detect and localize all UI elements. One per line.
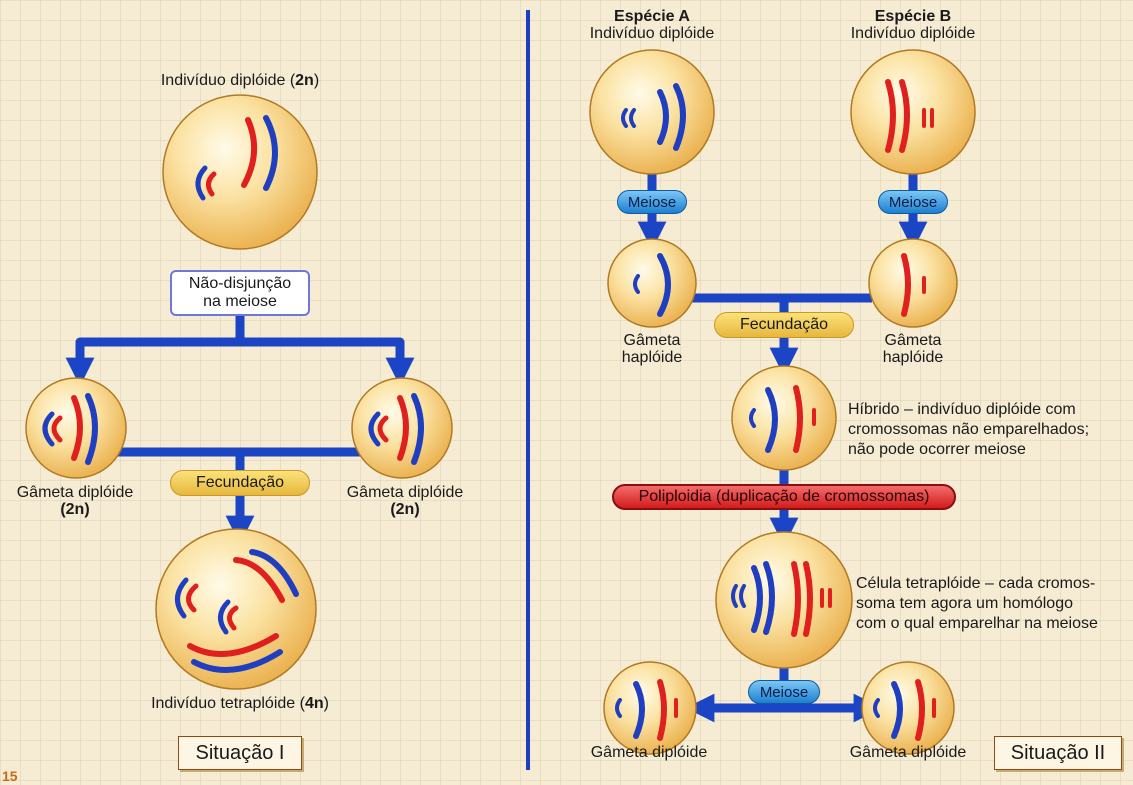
s1-gamete-left-line2: (2n): [0, 501, 150, 518]
s1-gamete-left-line1: Gâmeta diplóide: [0, 484, 150, 501]
s2-gamete-bl-label: Gâmeta diplóide: [574, 744, 724, 761]
situacao-2-label: Situação II: [994, 736, 1122, 770]
cell-s2-gamete-b: [869, 239, 957, 327]
s1-gamete-left-label: Gâmeta diplóide (2n): [0, 484, 150, 518]
species-a-title: Espécie A: [572, 8, 732, 25]
s1-split-left-arrow: [80, 342, 240, 372]
meiose-a-pill: Meiose: [617, 190, 687, 214]
page-number: 15: [2, 768, 18, 785]
cell-s1-tetraploid: [156, 529, 316, 689]
hybrid-line3: não pode ocorrer meiose: [848, 440, 1089, 460]
cell-s2-gamete-bl: [604, 662, 696, 754]
s2-gamete-a-line1: Gâmeta: [602, 332, 702, 349]
species-b-sub: Indivíduo diplóide: [833, 25, 993, 42]
situacao-1-label: Situação I: [178, 736, 302, 770]
s1-fecundacao-pill: Fecundação: [170, 470, 310, 496]
s2-gamete-b-line2: haplóide: [863, 349, 963, 366]
s2-gamete-b-line1: Gâmeta: [863, 332, 963, 349]
s1-gamete-right-line2: (2n): [330, 501, 480, 518]
cell-s1-gamete-right: [352, 378, 452, 478]
cell-s2-species-b: [851, 50, 975, 174]
cell-s2-hybrid: [732, 366, 836, 470]
s1-top-label-suffix: ): [314, 72, 319, 89]
hybrid-line2: cromossomas não emparelhados;: [848, 420, 1089, 440]
s2-gamete-a-label: Gâmeta haplóide: [602, 332, 702, 366]
s2-fecundacao-pill: Fecundação: [714, 312, 854, 338]
s2-gamete-a-line2: haplóide: [602, 349, 702, 366]
s1-top-label: Indivíduo diplóide (2n): [120, 72, 360, 89]
tetra-line3: com o qual emparelhar na meiose: [856, 614, 1098, 634]
hybrid-description: Híbrido – indivíduo diplóide com cromoss…: [848, 400, 1089, 460]
s1-bottom-label-bold: 4n: [305, 695, 324, 712]
s2-gamete-br-label: Gâmeta diplóide: [833, 744, 983, 761]
cell-s1-diploid: [163, 95, 317, 249]
s1-gamete-right-label: Gâmeta diplóide (2n): [330, 484, 480, 518]
cell-s2-species-a: [590, 50, 714, 174]
species-b-title: Espécie B: [833, 8, 993, 25]
s1-bottom-label: Indivíduo tetraplóide (4n): [110, 695, 370, 712]
meiose-b-pill: Meiose: [878, 190, 948, 214]
tetraploid-description: Célula tetraplóide – cada cromos- soma t…: [856, 574, 1098, 634]
cell-s2-gamete-a: [608, 239, 696, 327]
tetra-line1: Célula tetraplóide – cada cromos-: [856, 574, 1098, 594]
s1-top-label-prefix: Indivíduo diplóide (: [161, 72, 295, 89]
s1-split-right-arrow: [240, 342, 400, 372]
hybrid-line1: Híbrido – indivíduo diplóide com: [848, 400, 1089, 420]
cell-s2-tetraploid: [716, 532, 852, 668]
nondisjunction-line2: na meiose: [203, 293, 277, 311]
species-a-sub: Indivíduo diplóide: [572, 25, 732, 42]
s1-top-label-bold: 2n: [295, 72, 314, 89]
species-a-header: Espécie A Indivíduo diplóide: [572, 8, 732, 42]
tetra-line2: soma tem agora um homólogo: [856, 594, 1098, 614]
s2-gamete-b-label: Gâmeta haplóide: [863, 332, 963, 366]
s1-gamete-right-line1: Gâmeta diplóide: [330, 484, 480, 501]
poliploidia-pill: Poliploidia (duplicação de cromossomas): [612, 484, 956, 510]
s1-bottom-label-prefix: Indivíduo tetraplóide (: [151, 695, 305, 712]
cell-s1-gamete-left: [26, 378, 126, 478]
s1-bottom-label-suffix: ): [324, 695, 329, 712]
nondisjunction-line1: Não-disjunção: [189, 275, 291, 293]
nondisjunction-box: Não-disjunção na meiose: [170, 270, 310, 316]
species-b-header: Espécie B Indivíduo diplóide: [833, 8, 993, 42]
meiose-bottom-pill: Meiose: [748, 680, 820, 704]
cell-s2-gamete-br: [862, 662, 954, 754]
